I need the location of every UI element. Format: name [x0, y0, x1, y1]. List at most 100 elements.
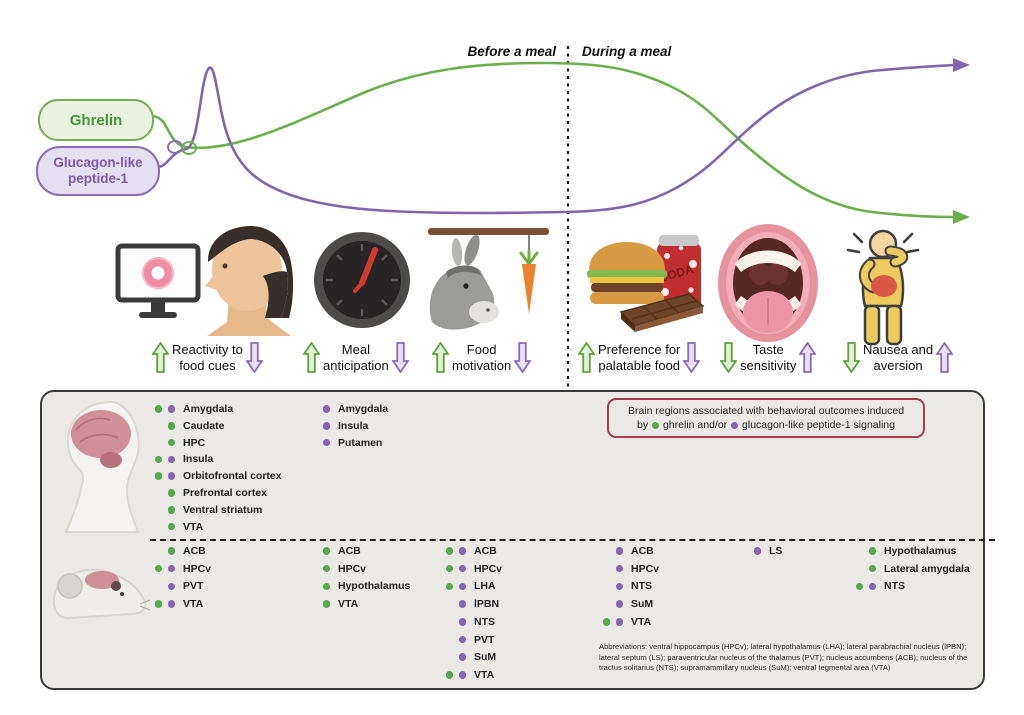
brain-region-item: PVT — [152, 578, 203, 594]
brain-region-label: ACB — [474, 545, 497, 557]
ghrelin-dot-icon — [855, 582, 864, 591]
glp1-dot-icon — [458, 635, 467, 644]
glp1-trend-arrow-down — [391, 342, 409, 374]
brain-region-label: HPC — [183, 436, 206, 449]
brain-region-item: Insula — [307, 418, 368, 434]
glp1-dot-icon — [458, 653, 467, 661]
legend-line1: Brain regions associated with behavioral… — [627, 405, 905, 417]
ghrelin-curve-arrowhead — [953, 210, 970, 224]
brain-region-label: SuM — [631, 598, 654, 611]
hormone-curves-plot — [151, 46, 970, 390]
brain-region-item: Putamen — [307, 435, 382, 451]
nauseated-person-icon — [846, 229, 920, 346]
brain-region-label: Lateral amygdala — [884, 562, 970, 575]
human-mouse-divider-dashed-line — [150, 539, 995, 541]
ghrelin-dot-icon — [868, 547, 877, 555]
ghrelin-trend-arrow-up — [303, 342, 320, 374]
brain-region-item: PVT — [443, 632, 494, 648]
brain-region-label: Amygdala — [183, 403, 234, 415]
legend-line2: by ghrelin and/or glucagon-like peptide-… — [637, 419, 895, 432]
brain-region-item: HPCv — [443, 561, 502, 577]
glp1-dot-icon — [458, 600, 467, 608]
glp1-dot-icon — [615, 564, 624, 573]
ghrelin-trend-arrow-up — [432, 342, 449, 374]
glp1-trend-arrow-down — [245, 342, 263, 374]
glp1-dot-icon — [868, 582, 877, 591]
ghrelin-dot-icon — [154, 405, 163, 413]
brain-region-label: VTA — [631, 615, 652, 628]
ghrelin-dot-icon — [322, 582, 331, 591]
brain-region-label: NTS — [884, 580, 905, 593]
ghrelin-dot-icon — [154, 472, 163, 480]
brain-region-label: LHA — [474, 580, 496, 593]
burger-icon — [587, 242, 667, 304]
brain-region-item: SuM — [600, 596, 653, 612]
ghrelin-dot-icon — [322, 564, 331, 573]
brain-region-item: ACB — [152, 543, 206, 559]
brain-region-item: lPBN — [443, 596, 499, 612]
brain-region-item: Caudate — [152, 418, 224, 434]
brain-region-label: Caudate — [183, 419, 225, 432]
brain-region-item: Orbitofrontal cortex — [152, 468, 282, 484]
brain-region-item: VTA — [307, 596, 358, 612]
brain-region-item: NTS — [853, 578, 905, 594]
entangled-lines-knot — [181, 141, 197, 155]
glp1-trend-arrow-up — [936, 342, 954, 374]
human-brain-icon — [64, 400, 140, 533]
ghrelin-dot-icon — [322, 600, 331, 608]
brain-region-label: PVT — [183, 580, 204, 593]
brain-region-item: ACB — [443, 543, 497, 559]
ghrelin-dot-icon — [167, 547, 176, 555]
brain-region-item: Hypothalamus — [853, 543, 956, 559]
brain-region-item: HPCv — [152, 561, 211, 577]
brain-region-item: Prefrontal cortex — [152, 485, 267, 501]
ghrelin-label-box: Ghrelin — [38, 99, 154, 141]
donkey-and-carrot-icon — [428, 228, 549, 330]
brain-region-item: VTA — [152, 519, 203, 535]
ghrelin-dot-icon — [167, 506, 176, 514]
ghrelin-dot-icon — [167, 422, 176, 430]
brain-region-label: HPCv — [183, 562, 212, 575]
phase-label-during-meal: During a meal — [582, 44, 672, 59]
brain-region-label: NTS — [474, 615, 495, 628]
brain-region-item: HPC — [152, 435, 205, 451]
brain-region-label: HPCv — [631, 562, 660, 575]
ghrelin-dot-icon — [445, 564, 454, 573]
soda-can-icon: SODA — [657, 235, 701, 310]
glp1-dot-icon — [322, 438, 331, 447]
brain-region-item: NTS — [600, 578, 652, 594]
ghrelin-dot-icon — [167, 438, 176, 447]
brain-region-item: Ventral striatum — [152, 502, 262, 518]
brain-region-label: VTA — [474, 668, 495, 681]
glp1-dot-icon — [458, 547, 467, 555]
brain-region-item: Amygdala — [307, 401, 388, 417]
brain-region-item: ACB — [600, 543, 654, 559]
glp1-dot-icon — [322, 422, 331, 430]
brain-region-label: HPCv — [338, 562, 367, 575]
phase-label-before-meal: Before a meal — [467, 44, 556, 59]
ghrelin-dot-icon — [445, 547, 454, 555]
glp1-dot-icon — [167, 564, 176, 573]
glp1-dot-icon — [731, 422, 739, 430]
brain-region-label: VTA — [338, 598, 359, 611]
brain-region-label: ACB — [631, 545, 654, 557]
brain-region-item: HPCv — [307, 561, 366, 577]
brain-region-label: Hypothalamus — [338, 580, 411, 593]
glp1-dot-icon — [458, 671, 467, 679]
ghrelin-label: Ghrelin — [69, 111, 123, 129]
brain-region-label: lPBN — [474, 598, 500, 611]
brain-region-item: Lateral amygdala — [853, 561, 970, 577]
face-profile-icon — [205, 226, 294, 336]
ghrelin-dot-icon — [652, 422, 660, 430]
glp1-dot-icon — [167, 582, 176, 591]
